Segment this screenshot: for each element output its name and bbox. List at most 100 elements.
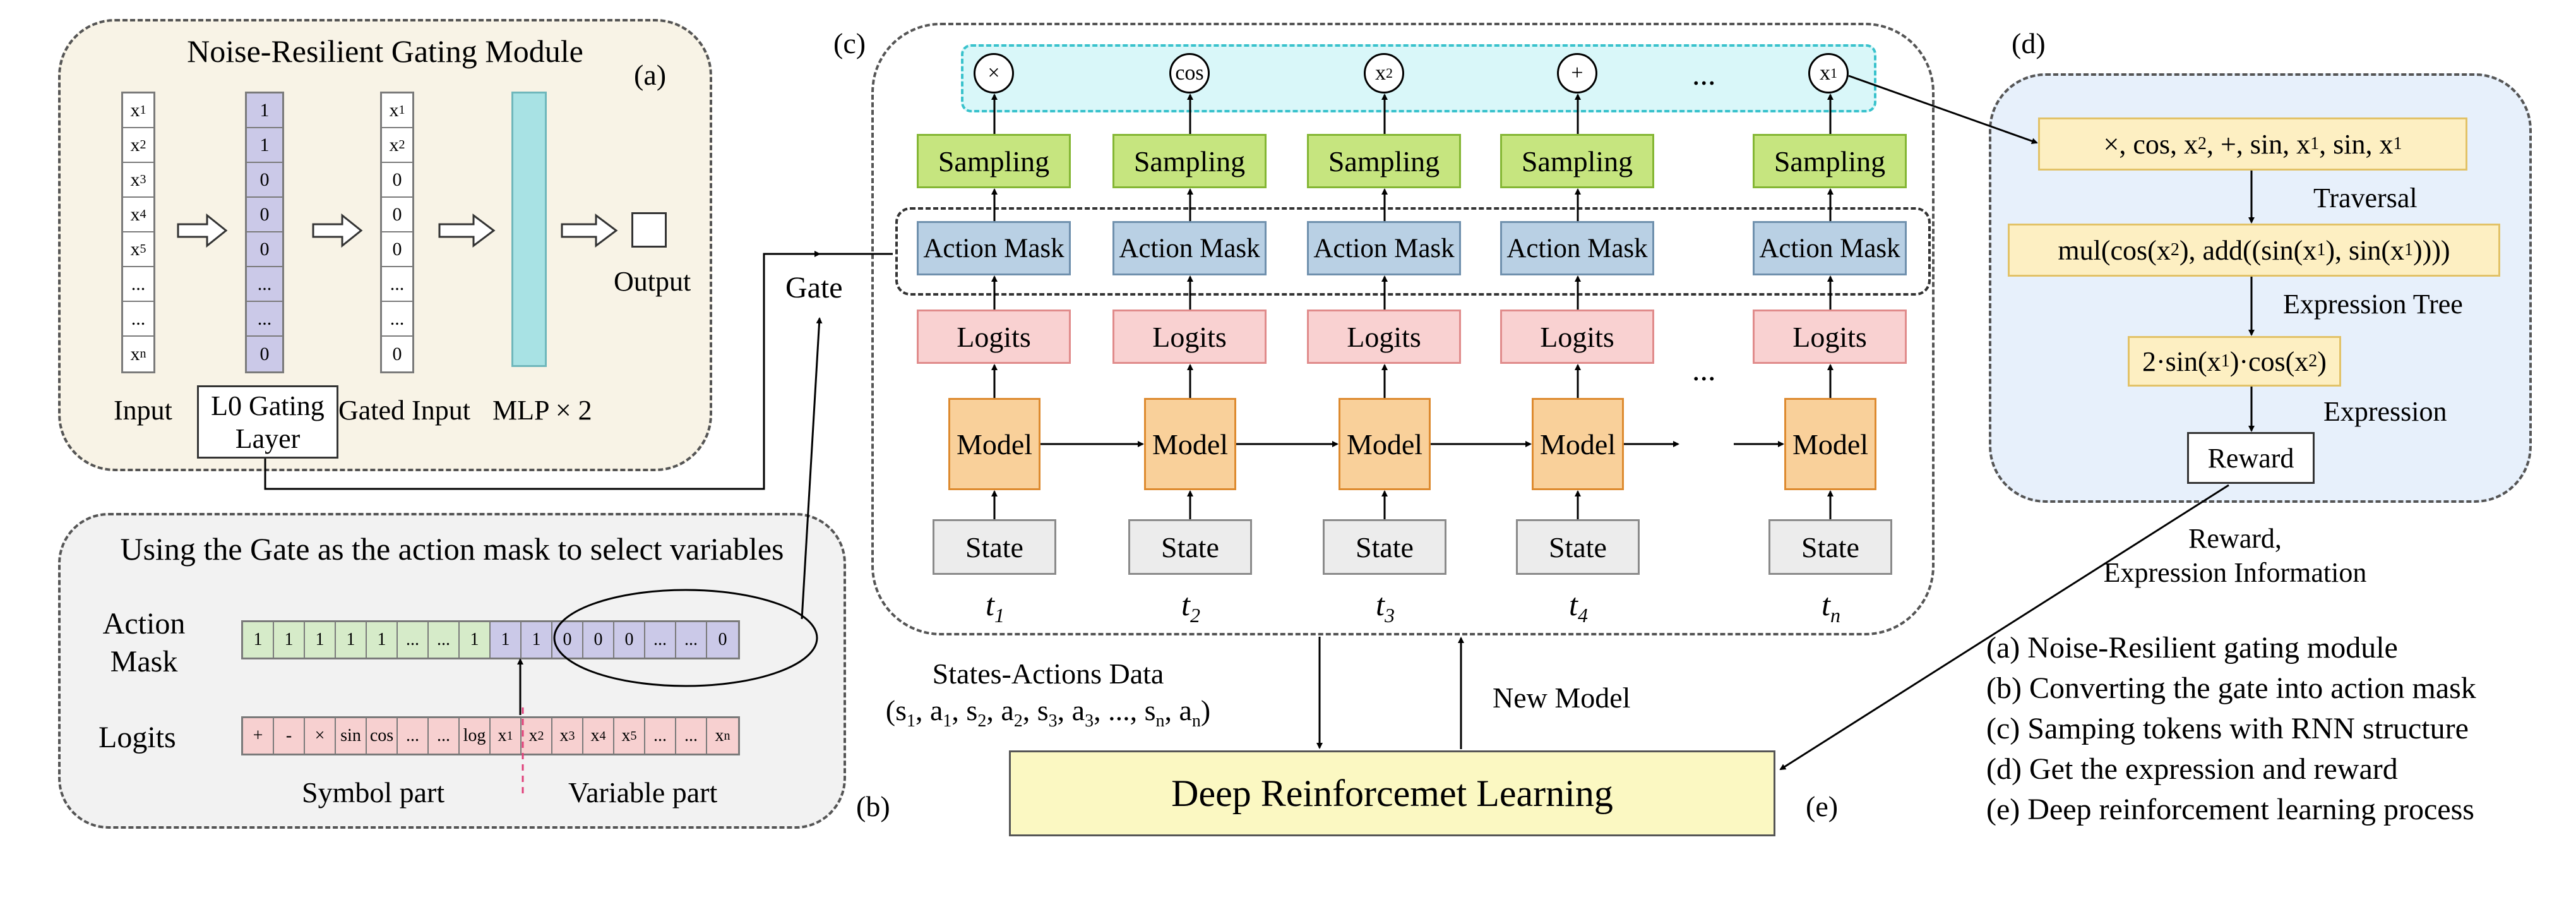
traversal-label: Traversal	[2313, 183, 2418, 213]
expression-label: Expression	[2323, 396, 2447, 427]
state-box-3: State	[1323, 519, 1446, 575]
model-box-3: Model	[1339, 398, 1431, 490]
vector-cell: 1	[247, 93, 282, 128]
panel-a-tag: (a)	[634, 59, 667, 91]
model-box-2: Model	[1144, 398, 1236, 490]
row-cell: sin	[336, 718, 367, 754]
vector-cell: ...	[247, 267, 282, 302]
hollow-arrows	[177, 213, 618, 248]
panel-c	[871, 23, 1935, 635]
gate-label: Gate	[785, 271, 843, 304]
legend-a: (a) Noise-Resilient gating module	[1986, 631, 2398, 664]
panel-a-title: Noise-Resilient Gating Module	[187, 33, 583, 69]
logits-box-3: Logits	[1307, 310, 1461, 364]
token-plus: +	[1557, 53, 1597, 93]
vector-cell: 0	[247, 232, 282, 267]
state-box-2: State	[1128, 519, 1252, 575]
row-cell: 0	[707, 622, 738, 658]
state-box-1: State	[933, 519, 1056, 575]
sampling-box-n: Sampling	[1753, 134, 1907, 188]
action-mask-region	[895, 207, 1931, 296]
legend-c: (c) Samping tokens with RNN structure	[1986, 712, 2469, 745]
vector-cell: 0	[382, 232, 412, 267]
token-cos: cos	[1169, 53, 1210, 93]
legend-e: (e) Deep reinforcement learning process	[1986, 793, 2474, 826]
output-box	[631, 212, 667, 248]
logits-row-label: Logits	[98, 721, 176, 754]
row-cell: 1	[367, 622, 398, 658]
vector-cell: 1	[247, 128, 282, 163]
vector-cell: 0	[259, 343, 270, 364]
logits-box-n: Logits	[1753, 310, 1907, 364]
row-cell: +	[243, 718, 274, 754]
row-cell: ...	[429, 718, 460, 754]
row-cell: -	[274, 718, 305, 754]
vector-cell: ...	[382, 267, 412, 302]
row-cell: log	[460, 718, 491, 754]
sampling-box-3: Sampling	[1307, 134, 1461, 188]
vector-cell: 0	[382, 198, 412, 232]
drl-tag: (e)	[1806, 790, 1839, 822]
states-actions-label: States-Actions Data (s1, a1, s2, a2, s3,…	[885, 658, 1211, 731]
action-mask-box-3: Action Mask	[1307, 221, 1461, 275]
variable-part-label: Variable part	[568, 776, 718, 809]
column-ellipsis: ...	[1692, 352, 1716, 387]
gate-layer-label: L0 Gating Layer	[211, 390, 325, 454]
action-mask-box-2: Action Mask	[1112, 221, 1267, 275]
row-cell: 1	[491, 622, 522, 658]
time-label-2: t2	[1181, 587, 1200, 627]
vector-cell: 0	[247, 163, 282, 198]
vector-cell: ...	[123, 267, 153, 302]
row-cell: 1	[522, 622, 552, 658]
model-box-4: Model	[1532, 398, 1624, 490]
row-cell: 1	[243, 622, 274, 658]
row-cell: 1	[274, 622, 305, 658]
model-box-n: Model	[1784, 398, 1876, 490]
vector-cell: 0	[247, 198, 282, 232]
time-label-n: tn	[1822, 587, 1840, 627]
drl-box: Deep Reinforcemet Learning	[1009, 750, 1775, 836]
input-label: Input	[114, 395, 172, 426]
row-cell: ...	[398, 622, 429, 658]
row-cell: 0	[583, 622, 614, 658]
action-mask-box-4: Action Mask	[1500, 221, 1654, 275]
panel-b-title: Using the Gate as the action mask to sel…	[120, 531, 784, 567]
vector-cell: ...	[247, 302, 282, 337]
mlp-label: MLP × 2	[492, 395, 592, 426]
row-cell: ...	[676, 718, 707, 754]
row-cell: ...	[398, 718, 429, 754]
row-cell: 1	[460, 622, 491, 658]
row-cell: 0	[614, 622, 645, 658]
gated-input-label: Gated Input	[338, 395, 470, 426]
row-cell: 1	[305, 622, 336, 658]
row-cell: ...	[645, 718, 676, 754]
symbol-part-label: Symbol part	[302, 776, 445, 809]
output-label: Output	[614, 266, 691, 297]
logits-box-2: Logits	[1112, 310, 1267, 364]
vector-cell: 0	[382, 163, 412, 198]
row-cell: ...	[645, 622, 676, 658]
row-cell: cos	[367, 718, 398, 754]
action-mask-box-n: Action Mask	[1753, 221, 1907, 275]
time-label-4: t4	[1569, 587, 1588, 627]
